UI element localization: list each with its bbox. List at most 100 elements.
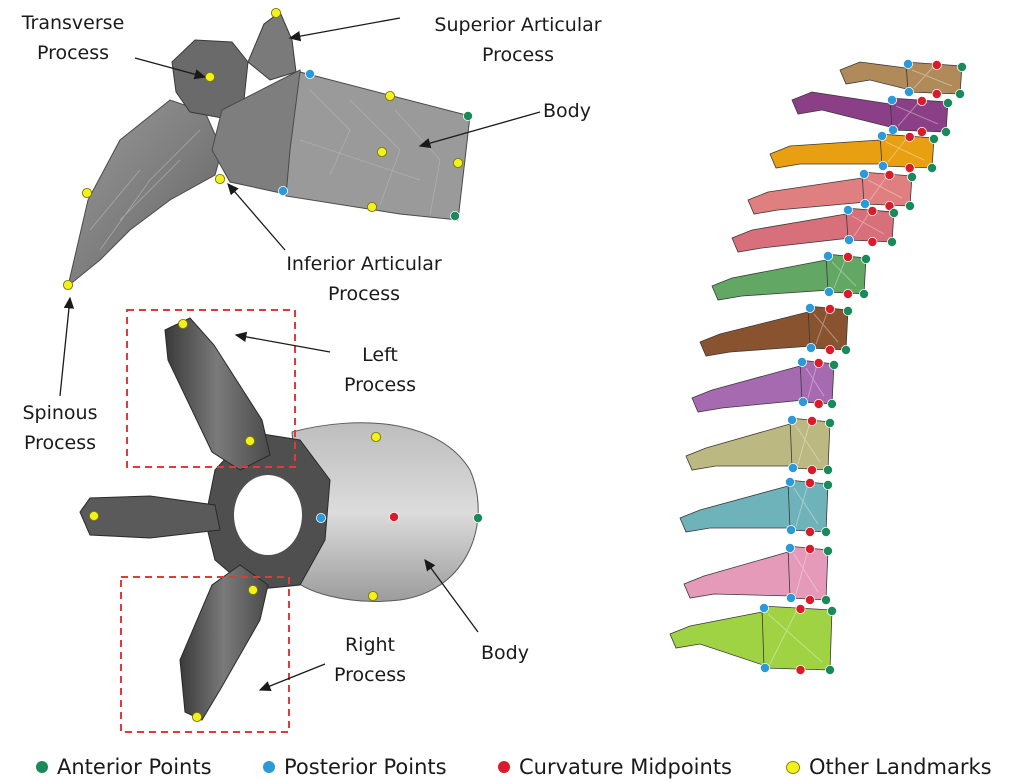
label-superior-articular-process: Superior Articular Process [418, 10, 618, 70]
vertebra-1-process [840, 62, 910, 90]
vertebra-3-process [770, 140, 884, 168]
landmark-point-16 [371, 432, 380, 441]
vertebra-10-anterior-top [823, 480, 832, 489]
vertebra-9-process [686, 424, 794, 470]
vertebra-1-posterior-bottom [904, 87, 913, 96]
other-landmark-dot-icon [786, 761, 800, 774]
vertebra-11-curvature-bottom [805, 595, 814, 604]
vertebra-11 [684, 546, 828, 600]
vertebra-2-process [792, 92, 894, 128]
landmark-point-2 [205, 72, 214, 81]
posterior-dot-icon [263, 761, 275, 773]
vertebra-2-curvature-bottom [917, 127, 926, 136]
vertebra-1-curvature-top [932, 60, 941, 69]
landmark-point-20 [473, 513, 482, 522]
vertebra-3-curvature-top [905, 132, 914, 141]
vertebra-7-posterior-top [805, 303, 814, 312]
left-process-shape [165, 318, 270, 470]
vertebra-3-curvature-bottom [905, 163, 914, 172]
label-spinous-process: Spinous Process [10, 398, 110, 458]
vertebra-7-anterior-bottom [841, 345, 850, 354]
vertebra-2-anterior-top [943, 98, 952, 107]
superior-articular-process-shape [248, 12, 296, 80]
legend-posterior: Posterior Points [263, 752, 447, 782]
landmark-point-19 [389, 512, 398, 521]
label-inferior-articular-process: Inferior Articular Process [268, 249, 460, 309]
vertebra-8-anterior-top [829, 360, 838, 369]
vertebra-10-posterior-bottom [786, 525, 795, 534]
legend-curvature: Curvature Midpoints [498, 752, 732, 782]
vertebra-12-anterior-top [827, 606, 836, 615]
vertebra-9-curvature-bottom [807, 465, 816, 474]
landmark-point-14 [178, 319, 187, 328]
vertebra-12-posterior-top [759, 603, 768, 612]
anterior-dot-icon [36, 761, 48, 773]
vertebra-2-curvature-top [917, 96, 926, 105]
vertebra-7-curvature-top [825, 304, 834, 313]
vertebra-2-posterior-bottom [888, 125, 897, 134]
vertebra-7-curvature-bottom [825, 345, 834, 354]
landmark-point-5 [463, 111, 472, 120]
label-transverse-process: Transverse Process [18, 8, 128, 68]
vertebra-11-anterior-top [823, 546, 832, 555]
vertebra-10-anterior-bottom [821, 527, 830, 536]
vertebra-11-anterior-bottom [821, 595, 830, 604]
landmark-point-13 [63, 280, 72, 289]
vertebra-7-posterior-bottom [806, 343, 815, 352]
vertebra-1-curvature-bottom [932, 89, 941, 98]
landmark-point-15 [245, 436, 254, 445]
vertebra-6-process [712, 260, 830, 300]
landmark-point-11 [450, 211, 459, 220]
vertebra-4-anterior-bottom [905, 201, 914, 210]
landmark-point-12 [82, 188, 91, 197]
vertebra-6-posterior-top [823, 251, 832, 260]
vertebra-8 [692, 360, 834, 412]
vertebra-10 [680, 480, 828, 532]
vertebra-4-curvature-top [885, 170, 894, 179]
landmark-point-6 [377, 147, 386, 156]
vertebra-10-body [788, 480, 828, 532]
vertebra-8-process [692, 366, 804, 412]
vertebra-10-posterior-top [785, 477, 794, 486]
vertebra-11-posterior-top [785, 543, 794, 552]
legend: Anterior Points Posterior Points Curvatu… [0, 752, 1015, 782]
vertebra-5-posterior-bottom [844, 235, 853, 244]
vertebra-5-posterior-top [843, 205, 852, 214]
landmark-point-18 [316, 513, 325, 522]
vertebra-10-process [680, 486, 792, 532]
spinous-process-axial [80, 496, 220, 538]
vertebra-6-posterior-bottom [824, 287, 833, 296]
vertebra-2-anterior-bottom [941, 127, 950, 136]
vertebra-6-anterior-top [861, 254, 870, 263]
vertebra-10-curvature-bottom [805, 527, 814, 536]
vertebra-12-curvature-bottom [796, 665, 805, 674]
vertebra-5-anterior-bottom [887, 237, 896, 246]
landmark-point-4 [385, 91, 394, 100]
vertebra-1 [840, 62, 962, 94]
spinal-canal [234, 475, 302, 555]
vertebra-6-anterior-bottom [859, 289, 868, 298]
vertebra-5-anterior-top [889, 208, 898, 217]
landmark-point-1 [271, 8, 280, 17]
landmark-point-3 [305, 69, 314, 78]
vertebra-9-anterior-top [825, 418, 834, 427]
spine-column-model [670, 59, 967, 674]
vertebra-9-curvature-top [807, 416, 816, 425]
vertebra-10-curvature-top [805, 478, 814, 487]
vertebra-8-curvature-bottom [814, 399, 823, 408]
landmark-point-23 [192, 712, 201, 721]
vertebra-1-anterior-bottom [955, 89, 964, 98]
vertebra-6-curvature-top [843, 252, 852, 261]
landmark-point-9 [278, 186, 287, 195]
vertebra-11-curvature-top [805, 544, 814, 553]
vertebra-12 [670, 606, 832, 670]
landmark-point-8 [215, 174, 224, 183]
vertebra-3-posterior-bottom [878, 161, 887, 170]
vertebra-3-anterior-bottom [927, 163, 936, 172]
vertebra-5-curvature-bottom [868, 237, 877, 246]
vertebra-lateral-view [68, 12, 470, 286]
vertebra-7-anterior-top [843, 306, 852, 315]
vertebra-6 [712, 254, 866, 300]
legend-other: Other Landmarks [786, 752, 992, 782]
vertebra-12-curvature-top [796, 604, 805, 613]
